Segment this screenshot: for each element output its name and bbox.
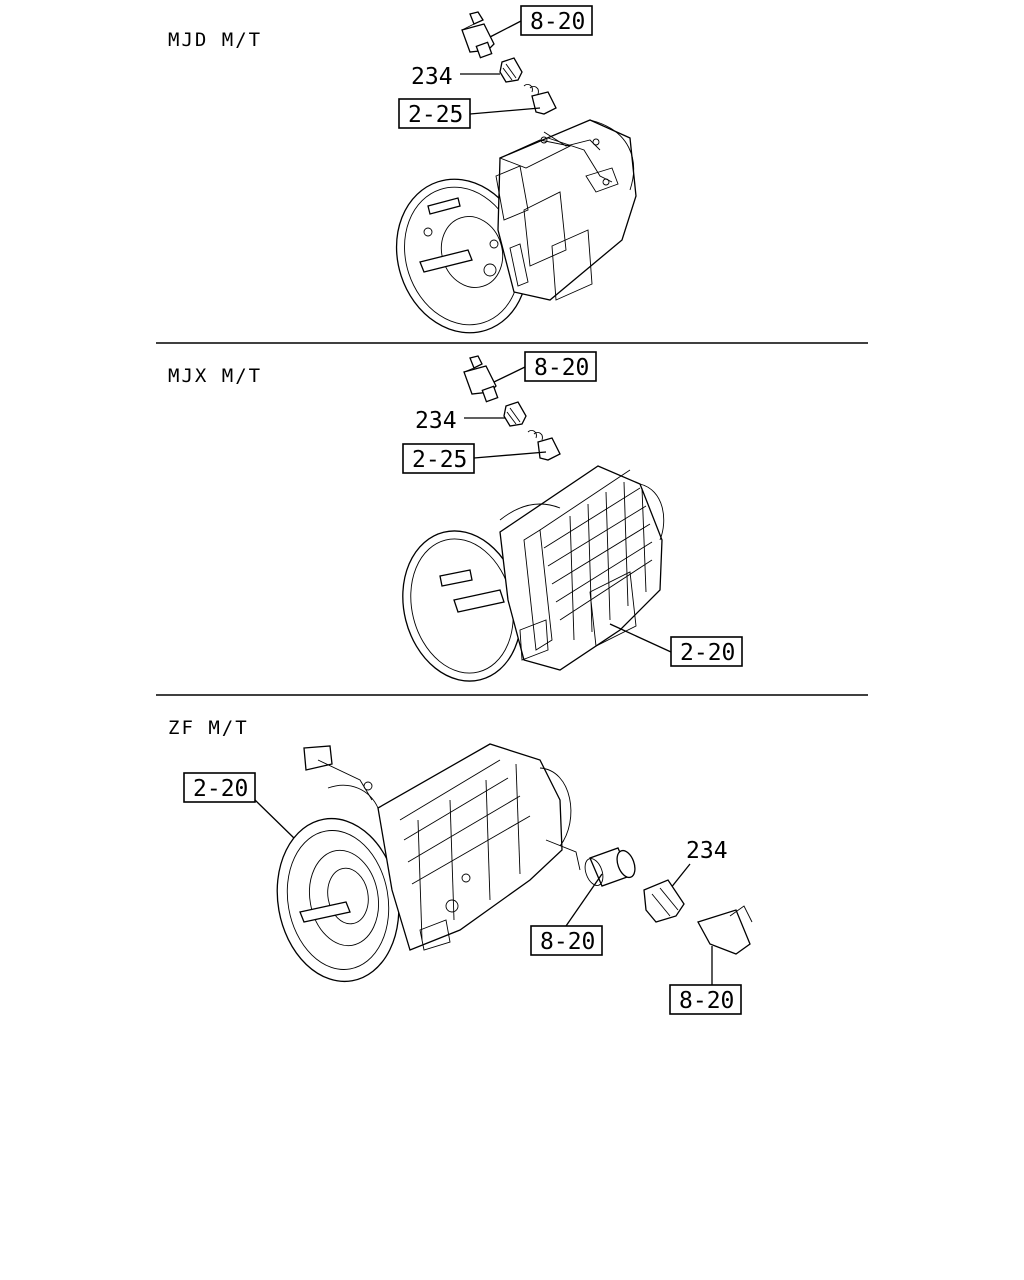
callout-box-8-20[interactable]: 8-20	[520, 5, 593, 36]
callout-box-8-20[interactable]: 8-20	[669, 984, 742, 1015]
speed-sensor-part-234	[499, 57, 523, 83]
transmission-mjd-drawing	[395, 119, 637, 334]
leader-line	[254, 799, 297, 841]
part-number-234: 234	[415, 408, 457, 434]
section-mjx: MJX M/T 8-20 234 2-25	[168, 351, 743, 682]
section-title-mjx: MJX M/T	[168, 365, 262, 387]
sensor-cover-part	[461, 11, 495, 59]
transmission-mjx-drawing	[402, 465, 665, 682]
transmission-zf-drawing	[276, 743, 581, 983]
section-title-mjd: MJD M/T	[168, 29, 262, 51]
svg-text:2-25: 2-25	[412, 447, 467, 473]
leader-line	[473, 451, 547, 459]
speed-sensor-part-234	[503, 401, 527, 427]
sensor-cover-part	[697, 905, 753, 955]
svg-text:2-20: 2-20	[680, 640, 735, 666]
leader-line	[565, 873, 603, 927]
part-number-234: 234	[686, 838, 728, 864]
svg-text:2-25: 2-25	[408, 102, 463, 128]
callout-box-8-20[interactable]: 8-20	[530, 925, 603, 956]
leader-line	[493, 366, 526, 383]
speed-sensor-part-234	[643, 879, 685, 923]
callout-box-2-20[interactable]: 2-20	[670, 636, 743, 667]
leader-line	[609, 623, 672, 653]
section-mjd: MJD M/T 8-20 234	[168, 5, 637, 334]
callout-box-2-20[interactable]: 2-20	[183, 772, 256, 803]
svg-text:2-20: 2-20	[193, 776, 248, 802]
callout-box-2-25[interactable]: 2-25	[398, 98, 471, 129]
section-title-zf: ZF M/T	[168, 717, 249, 739]
section-zf: ZF M/T 2-20	[168, 717, 753, 1015]
coupling-part	[527, 429, 561, 461]
callout-box-2-25[interactable]: 2-25	[402, 443, 475, 474]
callout-box-8-20[interactable]: 8-20	[524, 351, 597, 382]
leader-line	[489, 20, 522, 38]
sensor-cover-part	[463, 355, 499, 403]
svg-text:8-20: 8-20	[534, 355, 589, 381]
part-number-234: 234	[411, 64, 453, 90]
svg-text:8-20: 8-20	[530, 9, 585, 35]
svg-text:8-20: 8-20	[540, 929, 595, 955]
sleeve-part	[584, 847, 636, 887]
leader-line	[469, 107, 541, 115]
svg-text:8-20: 8-20	[679, 988, 734, 1014]
